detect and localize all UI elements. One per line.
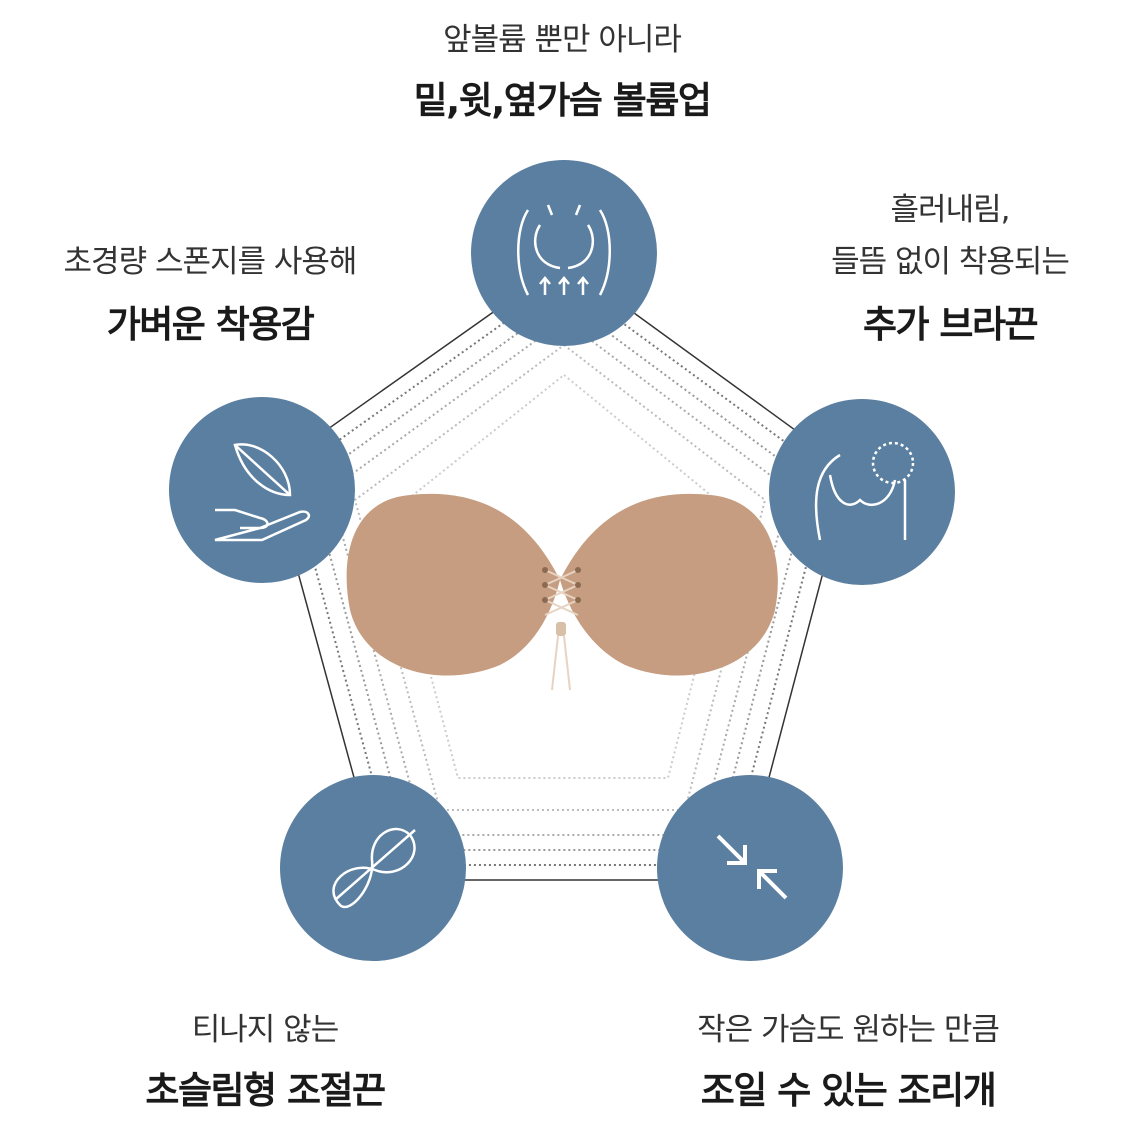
feature-left-title: 가벼운 착용감: [106, 303, 315, 346]
feature-right-title: 추가 브라끈: [862, 303, 1039, 346]
feature-top-title: 밑,윗,옆가슴 볼륨업: [413, 79, 712, 122]
bra-strap-icon: [814, 441, 915, 541]
feature-bottom-left-subtitle: 티나지 않는: [191, 1012, 339, 1048]
shrink-arrows-icon: [716, 834, 788, 900]
chest-lift-icon: [517, 204, 611, 296]
circle-left: [169, 397, 355, 583]
feature-right-subtitle-1: 흘러내림,: [890, 192, 1011, 228]
feature-right-subtitle-2: 들뜸 없이 착용되는: [831, 244, 1070, 280]
feature-left-subtitle: 초경량 스폰지를 사용해: [63, 244, 358, 280]
feature-bottom-left-title: 초슬림형 조절끈: [145, 1069, 386, 1112]
feature-top-subtitle: 앞볼륨 뿐만 아니라: [443, 22, 682, 58]
circle-bottom-right: [657, 775, 843, 961]
feature-bottom-right-subtitle: 작은 가슴도 원하는 만큼: [697, 1012, 1000, 1048]
product-image-bra: [346, 493, 778, 691]
feather-hand-icon: [214, 443, 311, 542]
knot-icon: [332, 827, 416, 909]
circle-bottom-left: [280, 775, 466, 961]
feature-bottom-right-title: 조일 수 있는 조리개: [700, 1069, 997, 1112]
circle-top: [471, 160, 657, 346]
circle-right: [769, 399, 955, 585]
